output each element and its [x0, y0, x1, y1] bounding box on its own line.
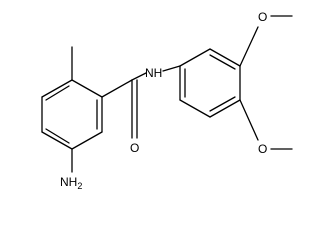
amino-nh-text: NH — [60, 175, 77, 189]
methoxy-top — [239, 15, 293, 67]
bond-c3-c4 — [71, 131, 103, 150]
methoxy-bottom — [239, 99, 293, 150]
aromatic-inner-bond — [209, 54, 236, 70]
bond-nh-ring — [162, 65, 181, 72]
methoxy-oxygen-bottom-label: O — [258, 142, 267, 156]
bond-c6-c1 — [41, 79, 73, 98]
chemical-structure: NH O NH2 O O — [41, 10, 293, 191]
bond-r1-r2 — [179, 48, 211, 67]
aromatic-inner-bond — [209, 96, 236, 112]
bond-r5-r6 — [179, 99, 211, 118]
bond-r2-r3 — [209, 48, 241, 67]
bond-ring-carbonyl — [101, 79, 133, 98]
aromatic-inner-bond — [45, 128, 70, 144]
bond-carbonyl-nh — [131, 72, 147, 81]
aromatic-inner-bond — [45, 85, 70, 101]
carbonyl-oxygen-label: O — [130, 141, 139, 155]
amino-subscript: 2 — [77, 181, 82, 191]
amide-nh-label: NH — [145, 66, 162, 80]
bond-c4-c5 — [41, 131, 73, 150]
bond-ring-o-top — [239, 26, 259, 67]
bond-r4-r5 — [209, 99, 241, 118]
right-benzene-ring — [179, 48, 241, 118]
amide-group — [101, 65, 181, 139]
bond-c1-c2 — [71, 79, 103, 98]
left-benzene-ring — [41, 79, 103, 150]
bond-ring-o-bottom — [239, 99, 259, 141]
methoxy-oxygen-top-label: O — [258, 10, 267, 24]
amino-group-label: NH2 — [60, 175, 82, 191]
